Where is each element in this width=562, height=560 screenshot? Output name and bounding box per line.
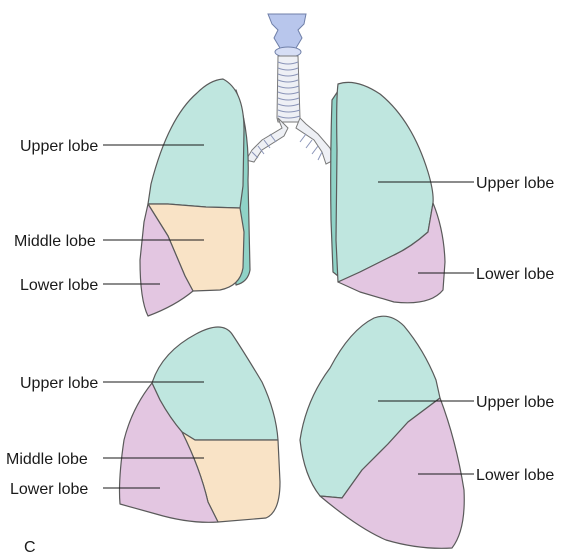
anterior-right-upper-lobe <box>148 79 244 208</box>
label-anterior-right-lower-lobe: Lower lobe <box>20 277 98 294</box>
label-anterior-left-upper-lobe: Upper lobe <box>476 175 554 192</box>
trachea-and-bronchi <box>246 14 334 164</box>
label-anterior-left-lower-lobe: Lower lobe <box>476 266 554 283</box>
lateral-left-lung <box>300 316 464 548</box>
lateral-right-lung <box>120 327 281 522</box>
right-main-bronchus <box>246 118 288 162</box>
larynx-shape <box>268 14 306 48</box>
left-main-bronchus <box>296 118 334 164</box>
label-lateral-right-middle-lobe: Middle lobe <box>6 451 88 468</box>
anterior-left-lung <box>331 82 445 302</box>
label-lateral-left-upper-lobe: Upper lobe <box>476 394 554 411</box>
panel-letter: C <box>24 539 36 555</box>
anterior-right-lung <box>140 79 250 316</box>
label-lateral-left-lower-lobe: Lower lobe <box>476 467 554 484</box>
label-lateral-right-lower-lobe: Lower lobe <box>10 481 88 498</box>
label-lateral-right-upper-lobe: Upper lobe <box>20 375 98 392</box>
label-anterior-right-middle-lobe: Middle lobe <box>14 233 96 250</box>
label-anterior-right-upper-lobe: Upper lobe <box>20 138 98 155</box>
labels: Upper lobe Middle lobe Lower lobe Upper … <box>6 138 554 555</box>
